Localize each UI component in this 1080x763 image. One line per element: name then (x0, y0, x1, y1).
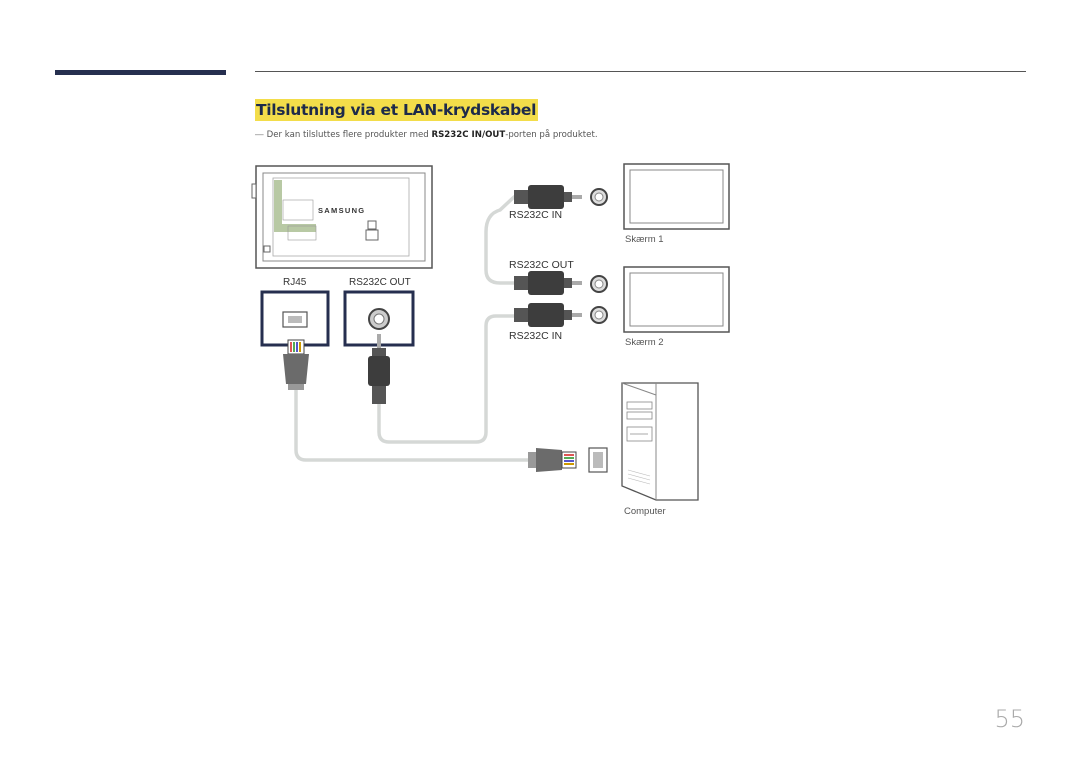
rs232c-cable-in-2 (377, 314, 516, 444)
cables (294, 195, 532, 462)
note-dash-icon: ― (255, 130, 264, 140)
label-screen-2: Skærm 2 (625, 337, 664, 348)
label-rs232c-out-left: RS232C OUT (349, 277, 411, 288)
rj45-plug-computer (528, 447, 608, 473)
note-port-in: RS232C IN (431, 130, 482, 140)
section-heading: Tilslutning via et LAN-krydskabel (255, 99, 539, 121)
rs232c-cable-in-1 (484, 195, 516, 285)
label-screen-1: Skærm 1 (625, 234, 664, 245)
section-marker-bar (55, 70, 226, 75)
computer-tower (621, 382, 699, 501)
lan-cable (294, 386, 532, 462)
page-number: 55 (994, 705, 1025, 733)
header-rule (255, 71, 1026, 72)
note-slash: / (481, 130, 486, 140)
note-prefix: Der kan tilsluttes flere produkter med (266, 130, 432, 140)
jack-plug-out (514, 271, 608, 295)
note-text: ―Der kan tilsluttes flere produkter med … (255, 130, 598, 140)
rj45-plug-left (283, 339, 309, 390)
label-computer: Computer (624, 506, 666, 517)
label-rs232c-in-1: RS232C IN (509, 209, 562, 221)
note-suffix: -porten på produktet. (505, 130, 598, 140)
jack-plug-in-1 (514, 185, 608, 209)
jack-plug-left (368, 334, 390, 404)
screen-1 (623, 163, 730, 230)
rj45-port-box (260, 290, 330, 347)
label-rs232c-out: RS232C OUT (509, 259, 574, 271)
display-rear-panel: SAMSUNG (251, 165, 433, 269)
label-rs232c-in-2: RS232C IN (509, 330, 562, 342)
jack-plug-in-2 (514, 303, 608, 327)
note-port-out: OUT (485, 130, 506, 140)
label-rj45: RJ45 (283, 277, 307, 288)
samsung-logo: SAMSUNG (318, 206, 365, 215)
screen-2 (623, 266, 730, 333)
